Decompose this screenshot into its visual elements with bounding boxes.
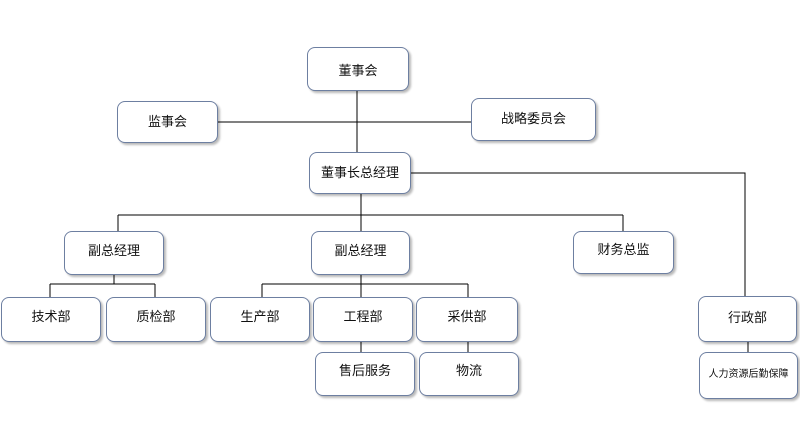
hr-logistics-node: 人力资源后勤保障 — [699, 352, 798, 399]
strategy-committee-node: 战略委员会 — [471, 98, 596, 141]
board-node: 董事会 — [307, 47, 409, 91]
tech-dept-node: 技术部 — [1, 297, 101, 342]
qc-dept-node: 质检部 — [106, 297, 206, 342]
chairman-gm-node: 董事长总经理 — [309, 152, 411, 194]
logistics-node: 物流 — [419, 352, 519, 396]
connector-chairman-admin — [410, 172, 746, 297]
supervisory-board-node: 监事会 — [117, 101, 218, 143]
production-dept-node: 生产部 — [210, 297, 310, 342]
engineering-dept-node: 工程部 — [313, 297, 413, 342]
after-sales-node: 售后服务 — [315, 352, 415, 396]
procurement-dept-node: 采供部 — [416, 297, 518, 342]
admin-dept-node: 行政部 — [698, 296, 797, 342]
deputy-gm-node-1: 副总经理 — [64, 231, 164, 275]
deputy-gm-node-2: 副总经理 — [311, 231, 410, 275]
finance-director-node: 财务总监 — [573, 231, 674, 274]
